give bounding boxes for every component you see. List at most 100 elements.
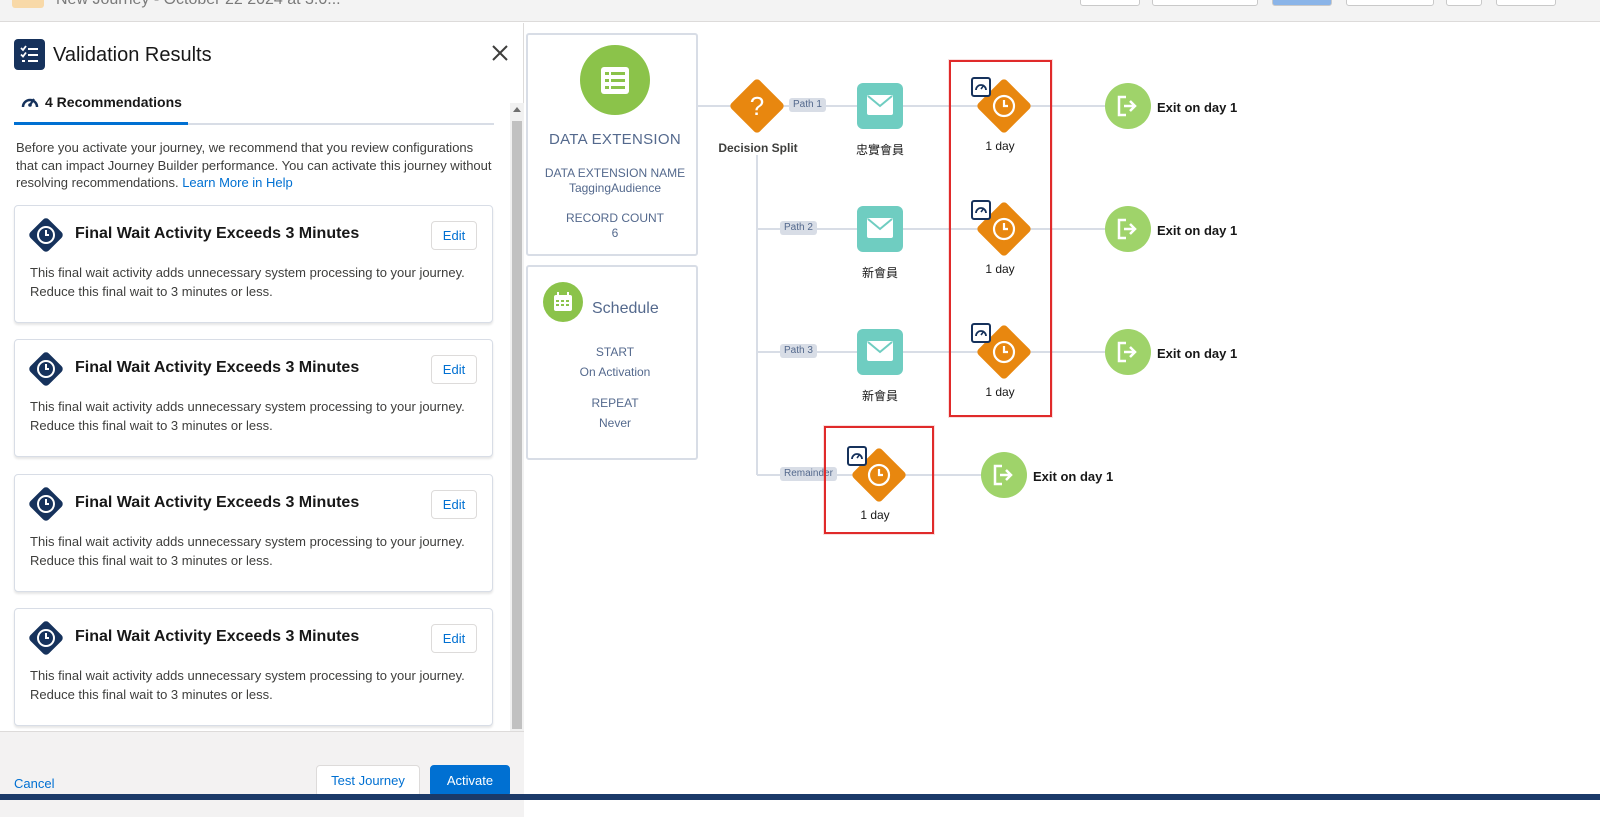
card-description: This final wait activity adds unnecessar… — [30, 534, 465, 568]
envelope-icon — [867, 218, 893, 238]
journey-canvas: DATA EXTENSION DATA EXTENSION NAME Taggi… — [525, 23, 1600, 794]
gauge-icon — [971, 200, 991, 220]
gauge-icon — [21, 98, 39, 108]
wait-label: 1 day — [985, 139, 1015, 153]
journey-icon — [12, 0, 44, 8]
toolbar-button[interactable] — [1272, 0, 1332, 6]
recommendation-card: Final Wait Activity Exceeds 3 Minutes Ed… — [14, 339, 493, 457]
toolbar-button[interactable] — [1080, 0, 1140, 6]
recommendation-card: Final Wait Activity Exceeds 3 Minutes Ed… — [14, 474, 493, 592]
intro-description: Before you activate your journey, we rec… — [16, 140, 492, 190]
clock-icon — [992, 340, 1016, 364]
schedule-card[interactable]: Schedule START On Activation REPEAT Neve… — [526, 265, 698, 460]
wait-label: 1 day — [860, 508, 890, 522]
tab-recommendations[interactable]: 4 Recommendations — [14, 92, 188, 125]
panel-scrollbar[interactable] — [510, 103, 524, 753]
exit-node[interactable] — [1105, 83, 1151, 129]
exit-icon — [1117, 341, 1137, 363]
path-tag: Remainder — [780, 467, 837, 481]
question-icon: ? — [749, 91, 765, 121]
highlight-box — [824, 426, 934, 534]
exit-label: Exit on day 1 — [1157, 100, 1238, 115]
repeat-label: REPEAT — [591, 396, 639, 410]
email-node[interactable] — [857, 83, 903, 129]
clock-icon — [29, 487, 63, 521]
gauge-icon — [847, 446, 867, 466]
path-tag: Path 1 — [789, 98, 826, 112]
card-description: This final wait activity adds unnecessar… — [30, 399, 465, 433]
toolbar-button[interactable] — [1346, 0, 1434, 6]
email-node[interactable] — [857, 206, 903, 252]
wait-label: 1 day — [985, 385, 1015, 399]
decision-split-label: Decision Split — [718, 141, 798, 155]
edit-button[interactable]: Edit — [431, 355, 477, 384]
envelope-icon — [867, 341, 893, 361]
toolbar-button[interactable] — [1496, 0, 1556, 6]
journey-title[interactable]: New Journey - October 22 2024 at 3:0... — [56, 0, 341, 9]
highlight-box — [949, 60, 1052, 417]
activate-button[interactable]: Activate — [430, 765, 510, 797]
connector-line — [757, 351, 1107, 353]
list-icon — [580, 45, 650, 115]
start-label: START — [595, 345, 635, 359]
repeat-value: Never — [598, 416, 631, 430]
exit-node[interactable] — [981, 452, 1027, 498]
data-extension-title: DATA EXTENSION — [548, 131, 681, 148]
validation-results-panel: Validation Results 4 Recommendations Bef… — [0, 23, 524, 817]
card-title: Final Wait Activity Exceeds 3 Minutes — [75, 359, 360, 376]
edit-button[interactable]: Edit — [431, 624, 477, 653]
de-name-value: TaggingAudience — [568, 181, 662, 195]
edit-button[interactable]: Edit — [431, 221, 477, 250]
recommendation-card: Final Wait Activity Exceeds 3 Minutes Ed… — [14, 608, 493, 726]
recommendations-tab-bar: 4 Recommendations — [14, 92, 494, 125]
email-node[interactable] — [857, 329, 903, 375]
panel-footer: Cancel Test Journey Activate — [0, 731, 524, 817]
card-title: Final Wait Activity Exceeds 3 Minutes — [75, 628, 360, 645]
tab-label: 4 Recommendations — [45, 94, 182, 110]
toolbar-button[interactable] — [1446, 0, 1482, 6]
email-label: 新會員 — [861, 389, 898, 403]
calendar-icon — [543, 282, 583, 322]
close-icon[interactable] — [488, 41, 512, 65]
intro-text: Before you activate your journey, we rec… — [16, 139, 496, 192]
scroll-up-icon[interactable] — [513, 107, 521, 112]
clock-icon — [29, 218, 63, 252]
exit-icon — [1117, 218, 1137, 240]
exit-label: Exit on day 1 — [1157, 223, 1238, 238]
envelope-icon — [867, 95, 893, 115]
panel-title: Validation Results — [53, 44, 212, 66]
clock-icon — [992, 217, 1016, 241]
card-description: This final wait activity adds unnecessar… — [30, 265, 465, 299]
checklist-icon — [14, 39, 45, 70]
record-count-label: RECORD COUNT — [566, 211, 664, 225]
recommendation-card: Final Wait Activity Exceeds 3 Minutes Ed… — [14, 205, 493, 323]
exit-label: Exit on day 1 — [1033, 469, 1114, 484]
exit-label: Exit on day 1 — [1157, 346, 1238, 361]
learn-more-link[interactable]: Learn More in Help — [182, 175, 293, 190]
exit-node[interactable] — [1105, 206, 1151, 252]
connector-line — [697, 105, 733, 107]
email-label: 忠實會員 — [855, 143, 904, 157]
card-title: Final Wait Activity Exceeds 3 Minutes — [75, 225, 360, 242]
scrollbar-thumb[interactable] — [512, 121, 522, 729]
toolbar-button[interactable] — [1152, 0, 1258, 6]
test-journey-button[interactable]: Test Journey — [316, 765, 420, 797]
path-tag: Path 2 — [780, 221, 817, 235]
path-tag: Path 3 — [780, 344, 817, 358]
taskbar — [0, 794, 1600, 800]
edit-button[interactable]: Edit — [431, 490, 477, 519]
gauge-icon — [971, 77, 991, 97]
data-extension-card[interactable]: DATA EXTENSION DATA EXTENSION NAME Taggi… — [526, 33, 698, 256]
card-description: This final wait activity adds unnecessar… — [30, 668, 465, 702]
exit-node[interactable] — [1105, 329, 1151, 375]
wait-label: 1 day — [985, 262, 1015, 276]
connector-line — [757, 105, 1107, 107]
cancel-button[interactable]: Cancel — [14, 776, 55, 791]
clock-icon — [992, 94, 1016, 118]
exit-icon — [993, 464, 1013, 486]
clock-icon — [867, 463, 891, 487]
exit-icon — [1117, 95, 1137, 117]
card-title: Final Wait Activity Exceeds 3 Minutes — [75, 494, 360, 511]
connector-line — [756, 155, 758, 475]
start-value: On Activation — [579, 365, 651, 379]
